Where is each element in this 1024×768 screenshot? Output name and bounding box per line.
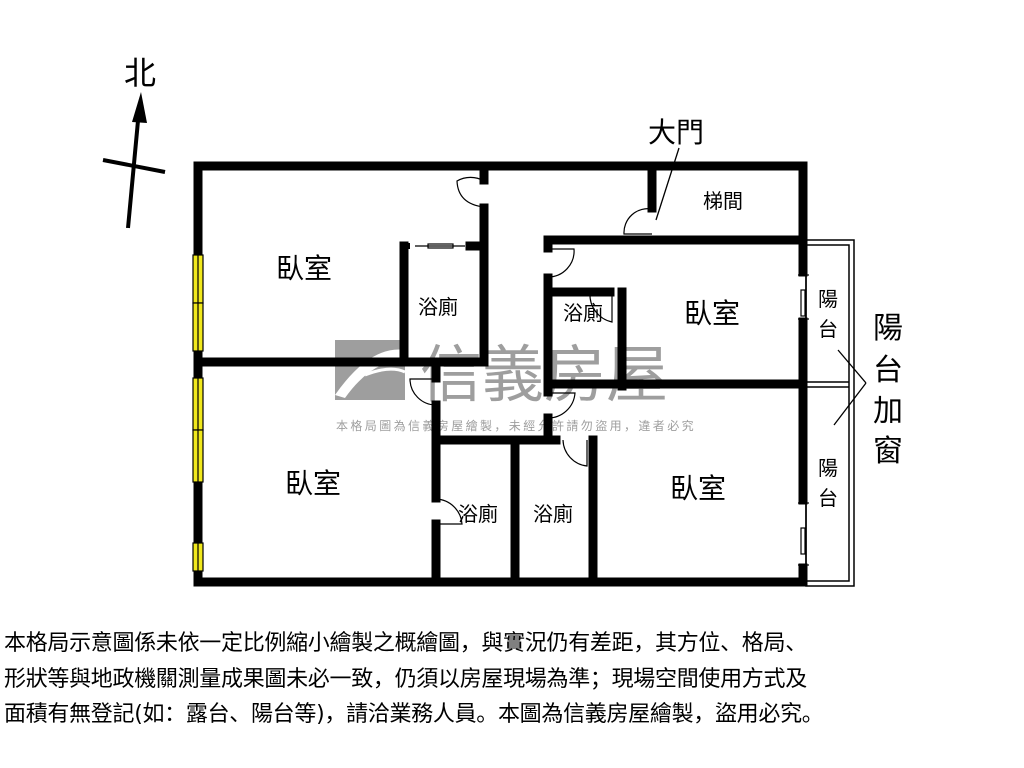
room-label-bath-2: 浴廁 (563, 301, 603, 325)
disclaimer-line: 形狀等與地政機關測量成果圖未必一致，仍須以房屋現場為準；現場空間使用方式及 (4, 666, 807, 692)
doors (409, 176, 653, 525)
enclosed-balcony-label-1: 陽 (873, 311, 903, 346)
floor-plan: 信義房屋 本格局圖為信義房屋繪製，未經允許請勿盜用，違者必究 北 (102, 54, 903, 587)
room-label-stairwell: 梯間 (703, 189, 743, 213)
room-label-bath-4: 浴廁 (533, 502, 573, 526)
room-label-balcony-lower-2: 台 (818, 486, 838, 510)
room-label-bath-3: 浴廁 (458, 502, 498, 526)
main-door-label: 大門 (648, 116, 704, 149)
leader-lines (655, 147, 867, 426)
north-label: 北 (124, 54, 156, 92)
windows (192, 254, 204, 572)
enclosed-balcony-label-4: 窗 (873, 434, 903, 469)
room-label-bedroom-ne: 臥室 (684, 297, 740, 330)
enclosed-balcony-label-3: 加 (873, 394, 903, 429)
room-label-bedroom-sw: 臥室 (285, 467, 341, 500)
room-label-balcony-lower-1: 陽 (818, 456, 838, 480)
north-arrow-icon (102, 92, 166, 229)
disclaimer-line: 本格局示意圖係未依一定比例縮小繪製之概繪圖，與實況仍有差距，其方位、格局、 (4, 631, 807, 656)
room-label-bedroom-nw: 臥室 (276, 252, 332, 285)
brand-logo-icon (335, 340, 406, 400)
disclaimer-line: 面積有無登記(如：露台、陽台等)，請洽業務人員。本圖為信義房屋繪製，盜用必究。 (4, 702, 824, 727)
enclosed-balcony-label-2: 台 (873, 353, 903, 388)
room-label-bedroom-se: 臥室 (670, 472, 726, 505)
watermark-notice: 本格局圖為信義房屋繪製，未經允許請勿盜用，違者必究 (336, 418, 696, 433)
walls (193, 161, 808, 587)
balcony-windows (798, 274, 809, 566)
disclaimer: 本格局示意圖係未依一定比例縮小繪製之概繪圖，與實況仍有差距，其方位、格局、 形狀… (4, 626, 1024, 733)
room-label-balcony-upper-1: 陽 (818, 287, 838, 311)
room-label-balcony-upper-2: 台 (818, 317, 838, 341)
room-label-bath-1: 浴廁 (418, 295, 458, 319)
